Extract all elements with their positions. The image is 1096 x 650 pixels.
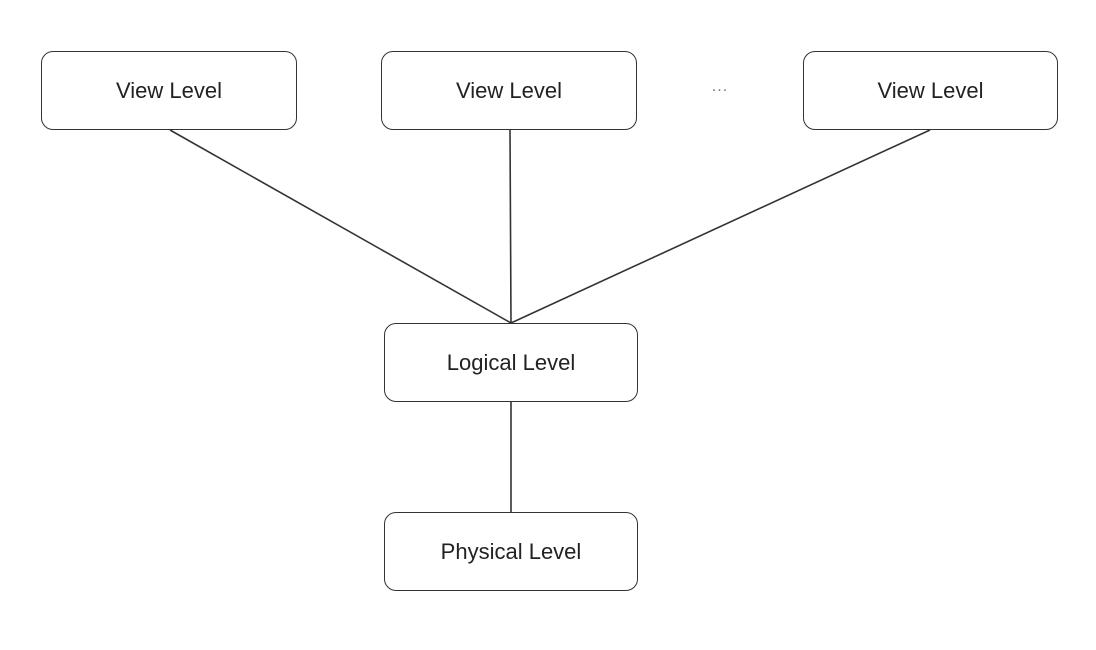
view-level-node-1: View Level [41, 51, 297, 130]
physical-level-node: Physical Level [384, 512, 638, 591]
logical-level-node: Logical Level [384, 323, 638, 402]
view-level-label-2: View Level [456, 77, 562, 103]
physical-level-label: Physical Level [440, 538, 582, 564]
edge-view-1-to-logical [169, 129, 512, 324]
view-level-label-1: View Level [116, 77, 222, 103]
logical-level-label: Logical Level [446, 349, 576, 375]
edge-view-2-to-logical [509, 129, 512, 324]
edge-view-3-to-logical [510, 129, 931, 324]
ellipsis-more-views: ... [711, 78, 729, 95]
view-level-label-3: View Level [877, 77, 984, 103]
view-level-node-3: View Level [803, 51, 1058, 130]
view-level-node-2: View Level [381, 51, 637, 130]
